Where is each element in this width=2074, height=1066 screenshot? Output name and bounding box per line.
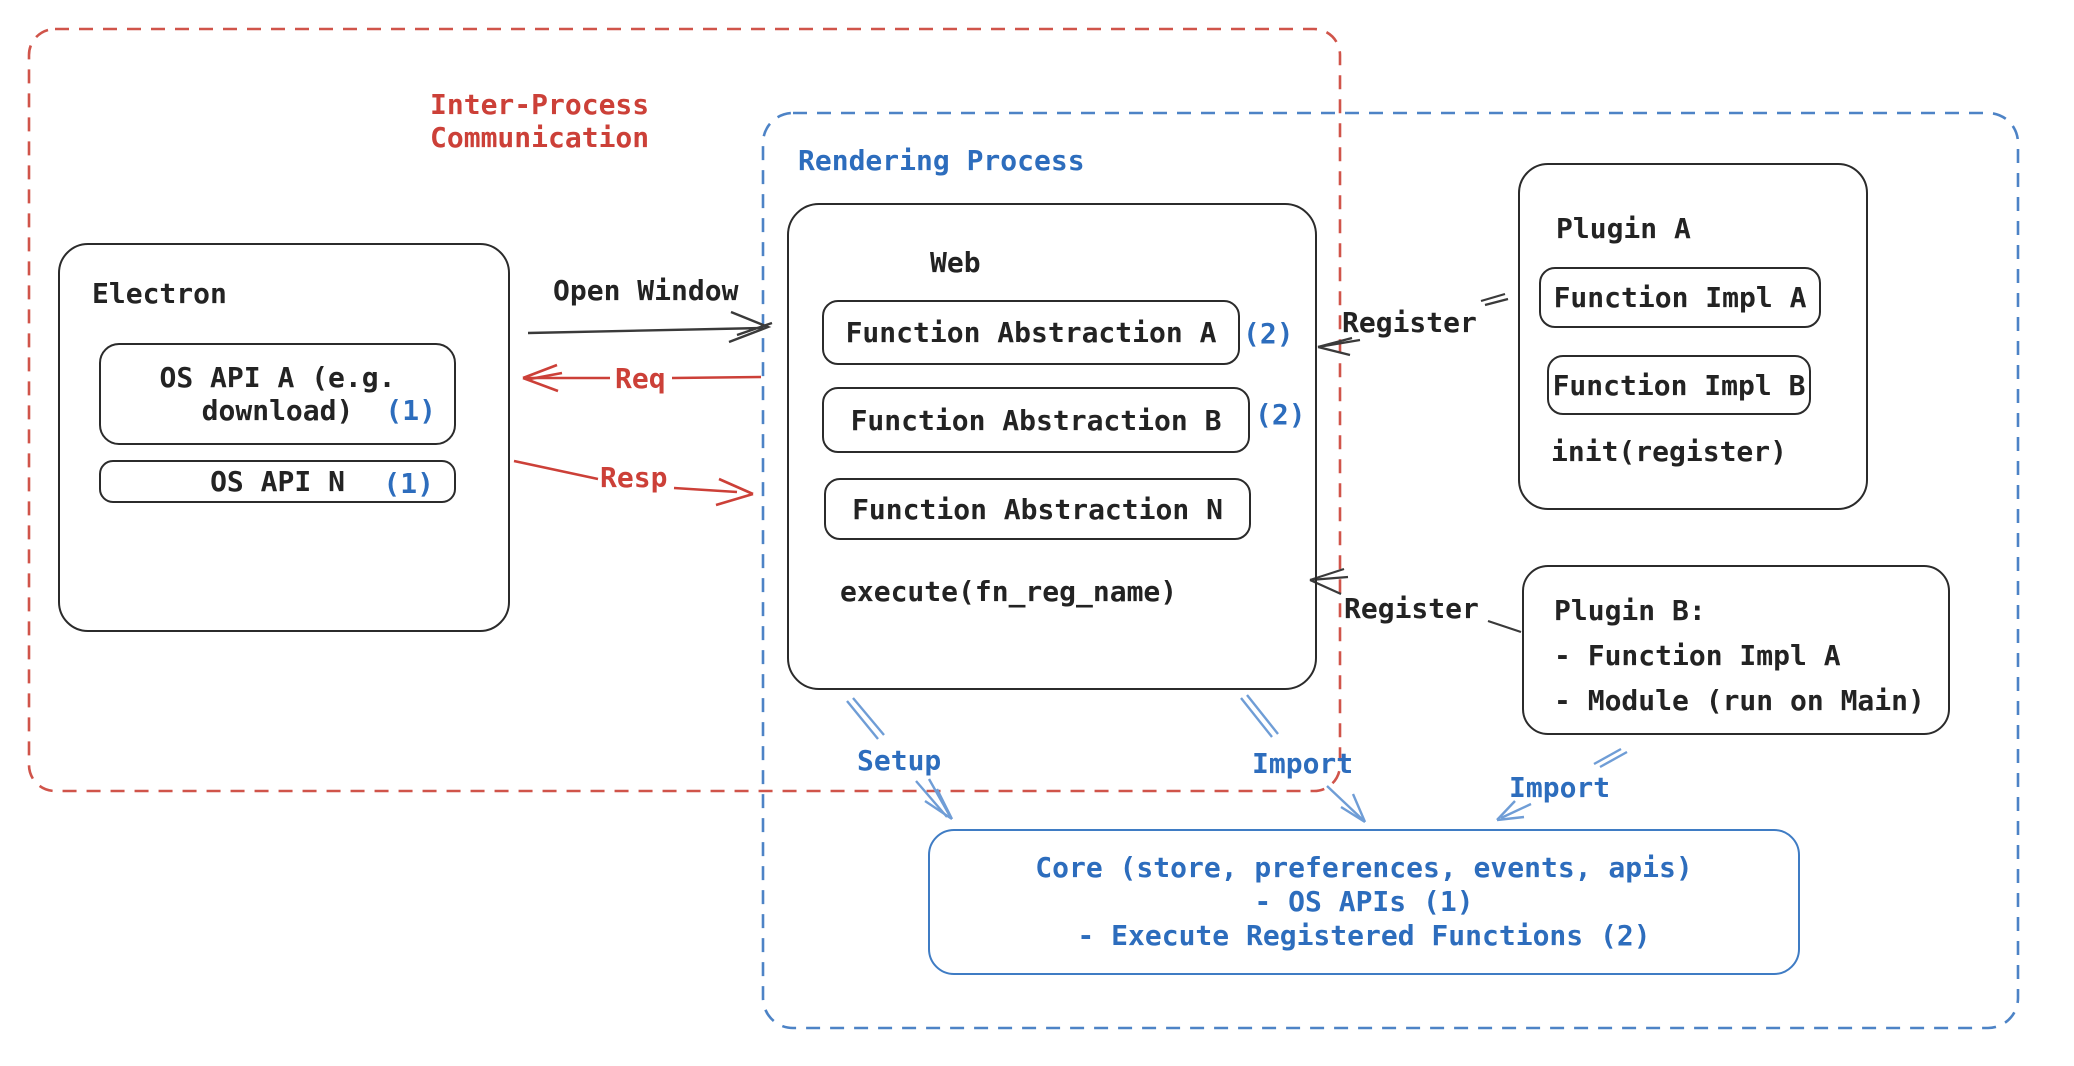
- ipc-dashed-region: [27, 27, 1342, 793]
- os-api-n-num: (1): [383, 467, 434, 500]
- plugin-a-title: Plugin A: [1556, 212, 1691, 245]
- os-api-n-label: OS API N: [210, 465, 345, 498]
- function-abstraction-n-label: Function Abstraction N: [852, 492, 1223, 526]
- electron-box: [58, 243, 510, 632]
- import-arrow-2: [1496, 747, 1628, 822]
- os-api-a-box: OS API A (e.g. download) (1): [99, 343, 456, 445]
- resp-label: Resp: [600, 461, 668, 494]
- core-line-1: Core (store, preferences, events, apis): [1035, 851, 1693, 884]
- req-arrow: [522, 363, 762, 393]
- electron-title: Electron: [92, 277, 227, 310]
- resp-arrow: [513, 459, 754, 507]
- plugin-b-item-1: - Function Impl A: [1554, 639, 1841, 672]
- function-abstraction-b-num: (2): [1255, 398, 1306, 431]
- core-line-3: - Execute Registered Functions (2): [1077, 919, 1651, 952]
- register-2-label: Register: [1344, 592, 1479, 625]
- os-api-n-box: OS API N (1): [99, 460, 456, 503]
- function-abstraction-a-label: Function Abstraction A: [845, 316, 1217, 349]
- open-window-label: Open Window: [553, 274, 739, 307]
- plugin-b-text: Plugin B: - Function Impl A - Module (ru…: [1554, 588, 1925, 723]
- setup-arrow: [846, 697, 954, 820]
- web-title: Web: [930, 246, 981, 279]
- function-impl-a-label: Function Impl A: [1553, 281, 1807, 314]
- os-api-a-line1: OS API A (e.g.: [159, 361, 396, 394]
- function-abstraction-a-num: (2): [1243, 317, 1294, 350]
- import-1-label: Import: [1252, 747, 1354, 780]
- register-arrow-1: [1317, 292, 1509, 357]
- import-arrow-1: [1240, 694, 1367, 824]
- core-box: Core (store, preferences, events, apis) …: [928, 829, 1800, 975]
- init-register-label: init(register): [1551, 435, 1788, 468]
- function-abstraction-a-box: Function Abstraction A: [822, 300, 1240, 365]
- core-line-2: - OS APIs (1): [1254, 885, 1474, 918]
- plugin-b-title: Plugin B:: [1554, 594, 1706, 627]
- os-api-a-line2: download): [201, 394, 354, 427]
- open-window-arrow: [527, 310, 773, 344]
- function-impl-b-label: Function Impl B: [1552, 368, 1806, 402]
- plugin-a-box: [1518, 163, 1868, 510]
- function-abstraction-n-box: Function Abstraction N: [824, 478, 1251, 540]
- function-abstraction-b-box: Function Abstraction B: [822, 387, 1250, 453]
- plugin-b-item-2: - Module (run on Main): [1554, 684, 1925, 717]
- function-impl-b-box: Function Impl B: [1547, 355, 1811, 415]
- function-abstraction-b-label: Function Abstraction B: [850, 403, 1222, 437]
- register-1-label: Register: [1342, 306, 1477, 339]
- import-2-label: Import: [1509, 771, 1611, 804]
- plugin-b-box: [1522, 565, 1950, 735]
- rendering-region-label: Rendering Process: [798, 144, 1085, 177]
- os-api-a-num: (1): [385, 394, 436, 427]
- function-impl-a-box: Function Impl A: [1539, 267, 1821, 328]
- execute-label: execute(fn_reg_name): [840, 575, 1178, 608]
- web-box: [787, 203, 1317, 690]
- setup-label: Setup: [857, 744, 942, 777]
- req-label: Req: [615, 362, 666, 395]
- ipc-region-label: Inter-Process Communication: [430, 88, 650, 154]
- rendering-dashed-region: [761, 111, 2020, 1030]
